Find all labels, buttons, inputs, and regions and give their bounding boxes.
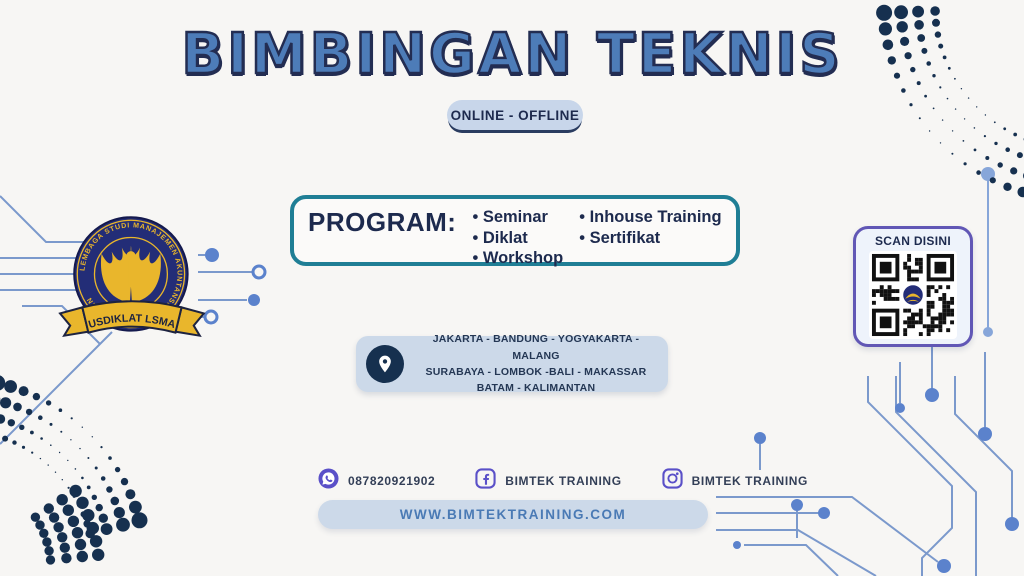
pusdiklat-lsmap-logo: LEMBAGA STUDI MANAJEMEN AKUNTANSI DAN PE… (52, 201, 218, 348)
dot-arc-decoration (0, 4, 1024, 565)
qr-card: SCAN DISINI (853, 226, 973, 347)
mode-badge: ONLINE - OFFLINE (447, 100, 583, 130)
qr-label: SCAN DISINI (875, 234, 951, 248)
qr-code (869, 251, 957, 339)
whatsapp-icon (318, 468, 339, 494)
whatsapp-contact: 087820921902 (318, 468, 435, 494)
locations-line-3: BATAM - KALIMANTAN (476, 382, 596, 395)
program-item: Inhouse Training (579, 207, 722, 228)
page-title: BIMBINGAN TEKNIS (180, 21, 843, 89)
whatsapp-number: 087820921902 (348, 474, 436, 488)
facebook-icon (475, 468, 496, 494)
program-item: Workshop (472, 248, 563, 269)
locations-text: JAKARTA - BANDUNG - YOGYAKARTA - MALANG … (416, 331, 656, 396)
program-label: PROGRAM: (308, 207, 457, 237)
locations-line-2: SURABAYA - LOMBOK -BALI - MAKASSAR (425, 366, 647, 378)
facebook-handle: BIMTEK TRAINING (505, 474, 622, 488)
instagram-contact: BIMTEK TRAINING (662, 468, 808, 494)
program-item: Diklat (472, 228, 563, 249)
location-pin-icon (366, 345, 404, 383)
program-list-2: Inhouse Training Sertifikat (579, 207, 722, 249)
program-item: Seminar (472, 207, 563, 228)
locations-pill: JAKARTA - BANDUNG - YOGYAKARTA - MALANG … (356, 333, 668, 394)
contact-row: 087820921902 BIMTEK TRAINING BIMTEK TRAI… (318, 468, 808, 494)
facebook-contact: BIMTEK TRAINING (475, 468, 621, 494)
instagram-handle: BIMTEK TRAINING (691, 474, 808, 488)
program-list-1: Seminar Diklat Workshop (472, 207, 563, 269)
instagram-icon (662, 468, 683, 494)
program-box: PROGRAM: Seminar Diklat Workshop Inhouse… (290, 195, 740, 269)
locations-line-1: JAKARTA - BANDUNG - YOGYAKARTA - MALANG (432, 333, 640, 362)
website-pill: WWW.BIMTEKTRAINING.COM (318, 500, 708, 529)
logo-wings-emblem (100, 245, 161, 303)
program-item: Sertifikat (579, 228, 721, 249)
